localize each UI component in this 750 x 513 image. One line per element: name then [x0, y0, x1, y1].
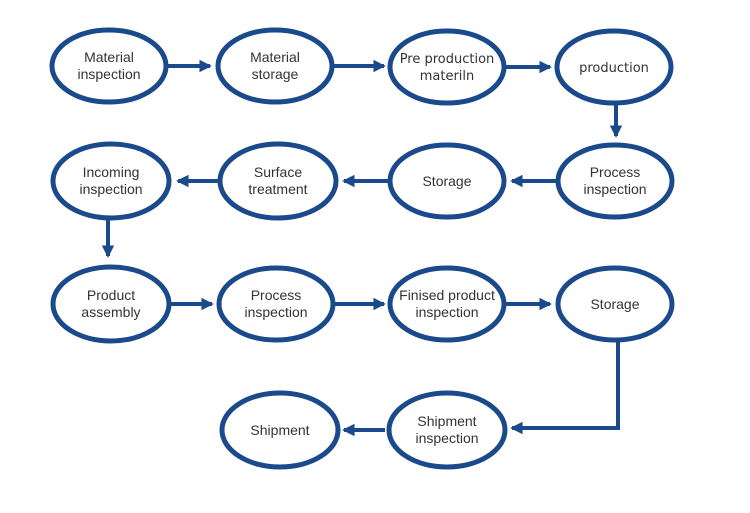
ellipse-shape [387, 265, 507, 343]
ellipse-shape [386, 390, 508, 470]
flow-node-label-line: inspection [415, 430, 478, 446]
flow-node-label-line: Pre production [400, 52, 495, 67]
ellipse-shape [217, 141, 339, 221]
flow-node-label-line: Finised product [399, 287, 495, 303]
flow-node-label: Storage [422, 173, 471, 189]
ellipse-shape [555, 142, 675, 220]
flow-node-label-line: inspection [415, 304, 478, 320]
flow-node-label-line: production [579, 61, 649, 76]
flow-node-label-line: assembly [81, 304, 140, 320]
flow-node-label-line: Material [250, 49, 300, 65]
flow-node-label-line: inspection [583, 181, 646, 197]
flow-node-label-line: Process [251, 287, 302, 303]
flow-node-storage-after-process: Storage [387, 142, 507, 220]
flow-node-label-line: Shipment [417, 413, 476, 429]
connector-storage-to-shipment-inspection [510, 341, 620, 435]
connector-layer [101, 59, 623, 437]
flow-node-label-line: Surface [254, 164, 302, 180]
flow-node-label-line: Storage [422, 173, 471, 189]
flow-node-label-line: Storage [590, 296, 639, 312]
flow-node-label-line: Incoming [83, 164, 140, 180]
flow-node-label-line: treatment [248, 181, 307, 197]
ellipse-shape [387, 142, 507, 220]
ellipse-shape [216, 265, 336, 343]
flow-node-label-line: materiln [420, 69, 475, 84]
flow-node-shipment: Shipment [219, 390, 341, 470]
flow-node-label-line: Product [87, 287, 135, 303]
flow-node-label-line: storage [252, 66, 299, 82]
flow-node-label-line: Process [590, 164, 641, 180]
flow-node-label-line: inspection [79, 181, 142, 197]
ellipse-shape [49, 27, 169, 105]
ellipse-shape [215, 27, 335, 105]
ellipse-shape [387, 28, 507, 106]
flow-node-label: production [579, 61, 649, 76]
ellipse-shape [219, 390, 341, 470]
flow-node-label-line: inspection [77, 66, 140, 82]
flow-node-label-line: Shipment [250, 422, 309, 438]
flow-node-storage-final: Storage [555, 265, 675, 343]
flow-node-label: Storage [590, 296, 639, 312]
flow-node-label-line: Material [84, 49, 134, 65]
ellipse-shape [554, 28, 674, 106]
flow-node-label: Shipment [250, 422, 309, 438]
flow-node-label: Pre production materiln [400, 52, 495, 84]
ellipse-shape [555, 265, 675, 343]
flow-node-label-line: inspection [244, 304, 307, 320]
ellipse-shape [50, 141, 172, 221]
flow-node-production: production [554, 28, 674, 106]
ellipse-shape [50, 264, 172, 344]
flow-node-pre-production-materiln: Pre production materiln [387, 28, 507, 106]
